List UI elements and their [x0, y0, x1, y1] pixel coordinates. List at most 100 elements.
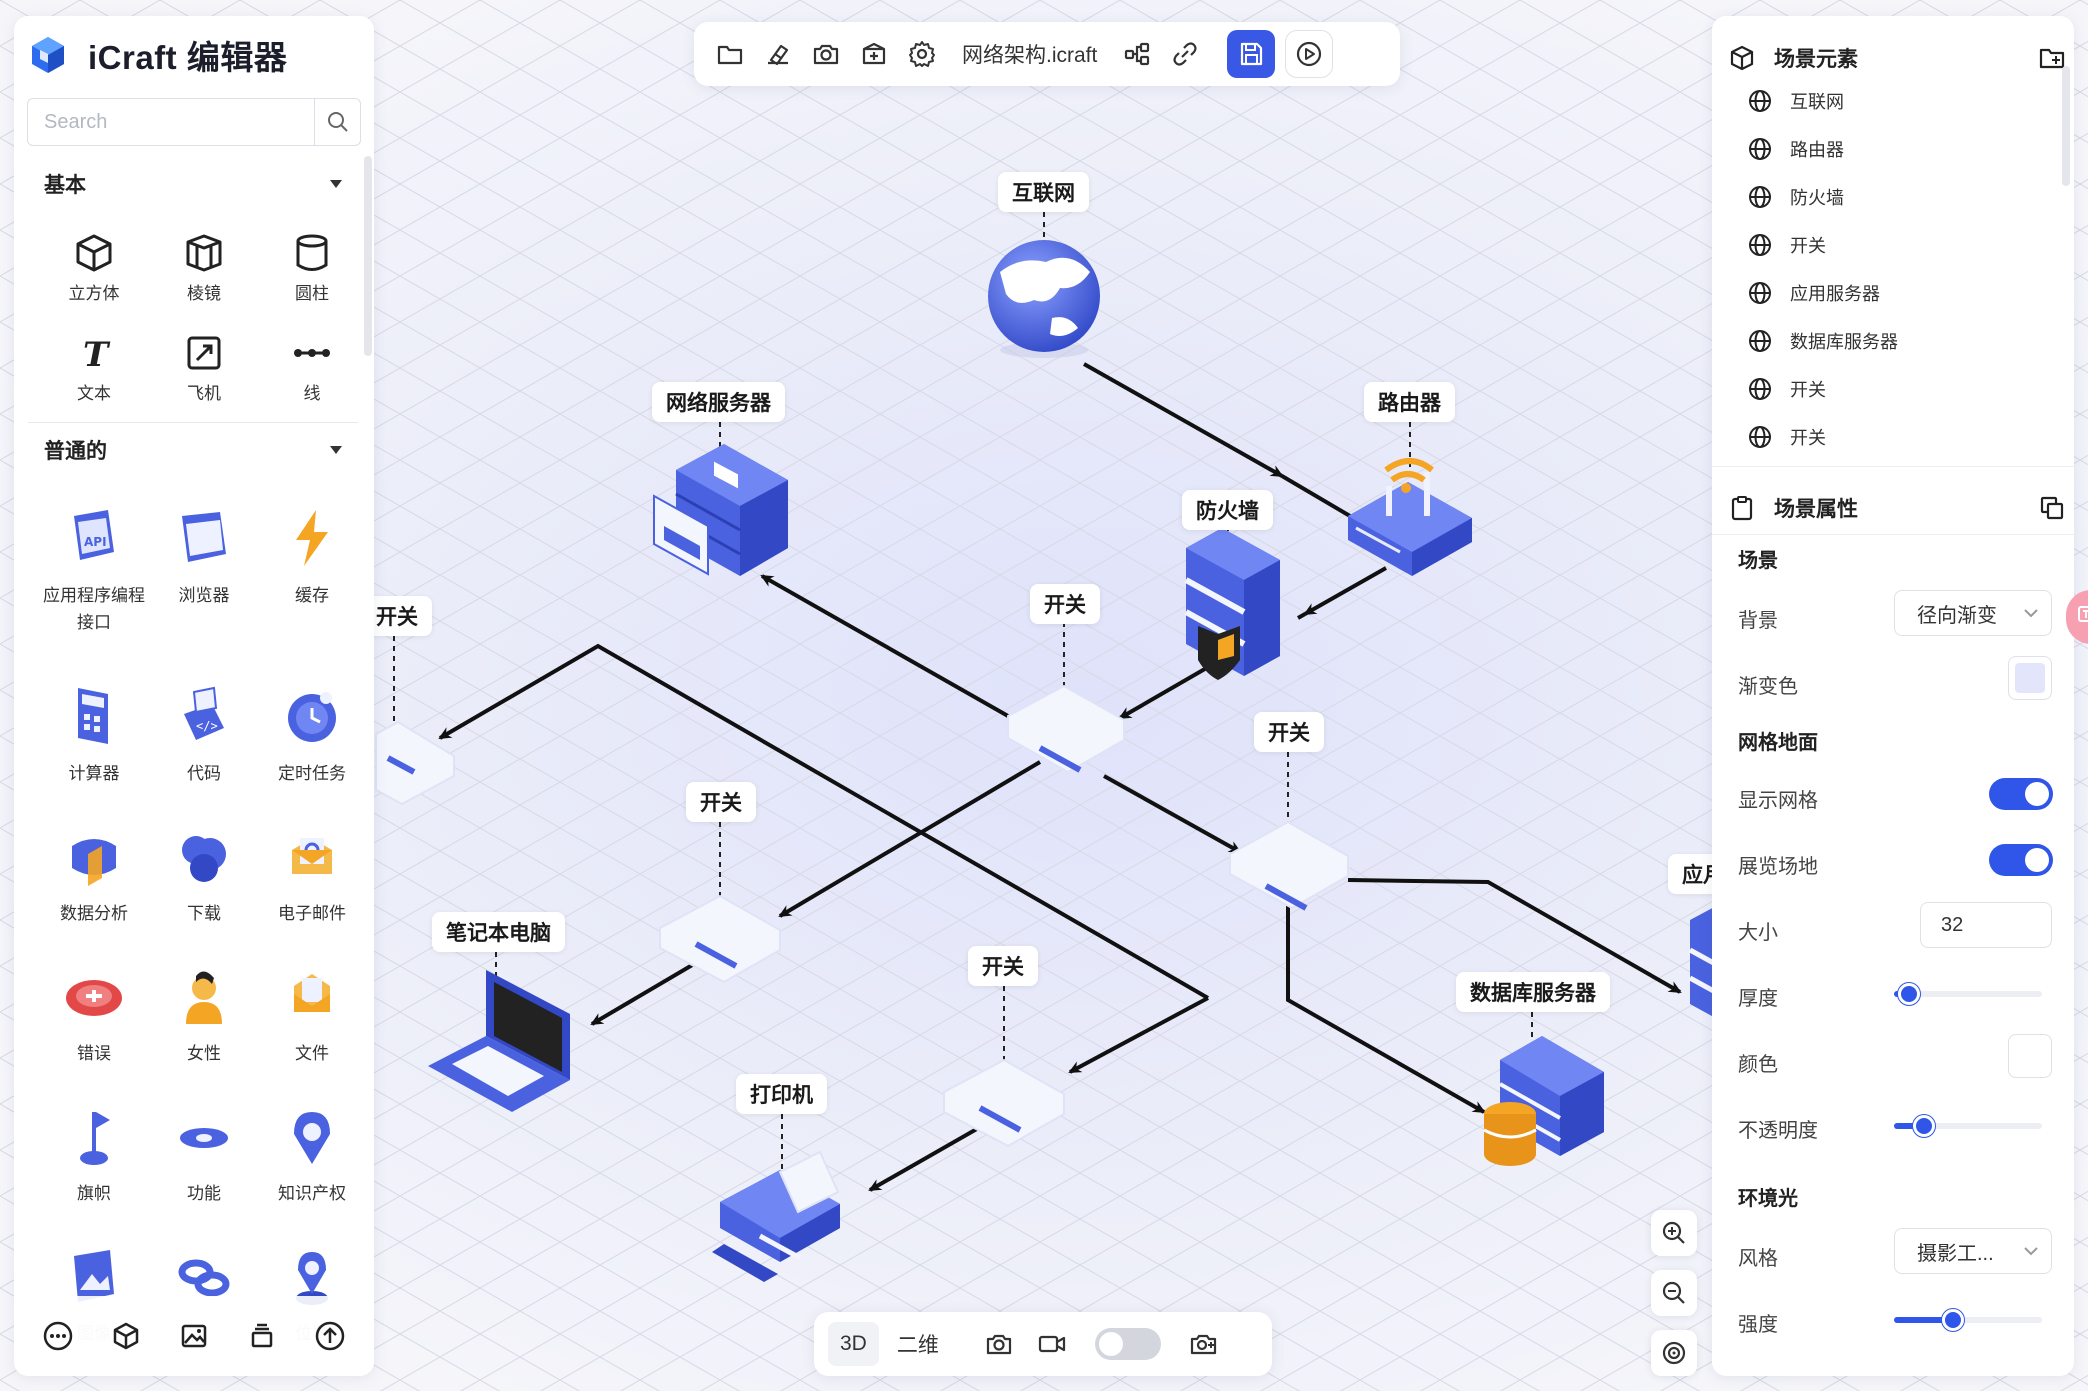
- settings-button[interactable]: [898, 30, 946, 78]
- grid-color-picker[interactable]: [2008, 1034, 2052, 1078]
- tool-prism[interactable]: 棱镜: [154, 232, 254, 307]
- slider-thumb[interactable]: [1897, 983, 1920, 1005]
- label-switch-bottom[interactable]: 开关: [968, 946, 1038, 986]
- gradient-color-picker[interactable]: [2008, 656, 2052, 700]
- capture-button[interactable]: [973, 1322, 1025, 1366]
- switch-center-icon[interactable]: [1007, 684, 1125, 774]
- asset-cache[interactable]: 缓存: [258, 506, 366, 609]
- section-common-header[interactable]: 普通的: [44, 432, 344, 468]
- folder-plus-icon[interactable]: [2038, 44, 2066, 72]
- translate-button[interactable]: [2066, 590, 2088, 644]
- asset-code[interactable]: </> 代码: [150, 684, 258, 787]
- storage-button[interactable]: [242, 1316, 282, 1356]
- label-laptop[interactable]: 笔记本电脑: [432, 912, 565, 952]
- switch-right-icon[interactable]: [1229, 820, 1349, 911]
- opacity-slider[interactable]: [1894, 1115, 2042, 1137]
- label-switch-center[interactable]: 开关: [1030, 584, 1100, 624]
- copy-icon[interactable]: [2038, 494, 2066, 522]
- internet-globe-icon[interactable]: [988, 240, 1100, 358]
- style-select[interactable]: 摄影工...: [1894, 1228, 2052, 1274]
- thickness-slider[interactable]: [1894, 983, 2042, 1005]
- element-item-switch[interactable]: 开关: [1748, 372, 1826, 406]
- element-item-app-server[interactable]: 应用服务器: [1748, 276, 1880, 310]
- asset-email[interactable]: 电子邮件: [258, 824, 366, 927]
- element-item-internet[interactable]: 互联网: [1748, 84, 1844, 118]
- label-database-server[interactable]: 数据库服务器: [1456, 972, 1610, 1012]
- tool-text[interactable]: T 文本: [44, 332, 144, 407]
- tool-cylinder[interactable]: 圆柱: [262, 232, 362, 307]
- asset-link[interactable]: [150, 1244, 258, 1320]
- asset-analytics[interactable]: 数据分析: [40, 824, 148, 927]
- recenter-button[interactable]: [1651, 1330, 1697, 1376]
- switch-left-icon[interactable]: [375, 720, 455, 806]
- asset-error[interactable]: 错误: [40, 964, 148, 1067]
- web-server-icon[interactable]: [653, 444, 788, 576]
- label-firewall[interactable]: 防火墙: [1182, 490, 1273, 530]
- switch-bottom-icon[interactable]: [943, 1058, 1065, 1148]
- share-button[interactable]: [1113, 30, 1161, 78]
- upload-button[interactable]: [310, 1316, 350, 1356]
- asset-api[interactable]: API 应用程序编程接口: [40, 506, 148, 636]
- asset-browser[interactable]: 浏览器: [150, 506, 258, 609]
- asset-function[interactable]: 功能: [150, 1104, 258, 1207]
- label-web-server[interactable]: 网络服务器: [652, 382, 785, 422]
- open-folder-button[interactable]: [706, 30, 754, 78]
- slider-thumb[interactable]: [1942, 1309, 1965, 1331]
- left-scrollbar[interactable]: [364, 156, 372, 356]
- element-item-db-server[interactable]: 数据库服务器: [1748, 324, 1898, 358]
- element-item-switch[interactable]: 开关: [1748, 228, 1826, 262]
- asset-file[interactable]: 文件: [258, 964, 366, 1067]
- asset-download[interactable]: 下载: [150, 824, 258, 927]
- image-library-button[interactable]: [174, 1316, 214, 1356]
- record-button[interactable]: [1025, 1322, 1079, 1366]
- zoom-out-button[interactable]: [1651, 1270, 1697, 1316]
- auto-rotate-toggle[interactable]: [1094, 1328, 1161, 1360]
- tool-cube[interactable]: 立方体: [44, 232, 144, 307]
- element-item-firewall[interactable]: 防火墙: [1748, 180, 1844, 214]
- show-grid-switch[interactable]: [1989, 778, 2053, 810]
- label-switch-mid[interactable]: 开关: [686, 782, 756, 822]
- label-printer[interactable]: 打印机: [736, 1074, 827, 1114]
- asset-timer[interactable]: 定时任务: [258, 684, 366, 787]
- label-router[interactable]: 路由器: [1364, 382, 1455, 422]
- asset-flag[interactable]: 旗帜: [40, 1104, 148, 1207]
- elements-scrollbar[interactable]: [2062, 66, 2070, 186]
- search-box: [27, 98, 361, 146]
- brush-button[interactable]: [754, 30, 802, 78]
- asset-calculator[interactable]: 计算器: [40, 684, 148, 787]
- preview-button[interactable]: [1285, 30, 1334, 78]
- tool-line[interactable]: 线: [262, 332, 362, 407]
- add-model-button[interactable]: [850, 30, 898, 78]
- save-button[interactable]: [1227, 30, 1276, 78]
- element-item-switch[interactable]: 开关: [1748, 420, 1826, 454]
- view-2d-button[interactable]: 二维: [896, 1334, 939, 1357]
- section-basic-header[interactable]: 基本: [44, 166, 344, 202]
- printer-icon[interactable]: [712, 1150, 840, 1282]
- model-button[interactable]: [106, 1316, 146, 1356]
- more-button[interactable]: [38, 1316, 78, 1356]
- size-input[interactable]: [1920, 902, 2052, 948]
- label-switch-right[interactable]: 开关: [1254, 712, 1324, 752]
- tool-plane[interactable]: 飞机: [154, 332, 254, 407]
- search-input[interactable]: [28, 99, 314, 145]
- router-icon[interactable]: [1348, 458, 1472, 576]
- slider-thumb[interactable]: [1912, 1115, 1935, 1137]
- file-name[interactable]: 网络架构.icraft: [962, 44, 1098, 67]
- camera-add-button[interactable]: [1177, 1322, 1231, 1366]
- laptop-icon[interactable]: [428, 970, 570, 1112]
- label-internet[interactable]: 互联网: [998, 172, 1089, 212]
- zoom-in-button[interactable]: [1651, 1210, 1697, 1256]
- database-server-icon[interactable]: [1483, 1036, 1604, 1166]
- switch-mid-icon[interactable]: [659, 894, 781, 984]
- background-select[interactable]: 径向渐变: [1894, 590, 2052, 636]
- search-button[interactable]: [314, 99, 360, 145]
- link-button[interactable]: [1161, 30, 1209, 78]
- intensity-slider[interactable]: [1894, 1309, 2042, 1331]
- view-3d-button[interactable]: 3D: [828, 1322, 879, 1366]
- element-item-router[interactable]: 路由器: [1748, 132, 1844, 166]
- asset-ip[interactable]: 知识产权: [258, 1104, 366, 1207]
- firewall-icon[interactable]: [1184, 528, 1280, 680]
- exhibit-switch[interactable]: [1989, 844, 2053, 876]
- screenshot-button[interactable]: [802, 30, 850, 78]
- asset-female[interactable]: 女性: [150, 964, 258, 1067]
